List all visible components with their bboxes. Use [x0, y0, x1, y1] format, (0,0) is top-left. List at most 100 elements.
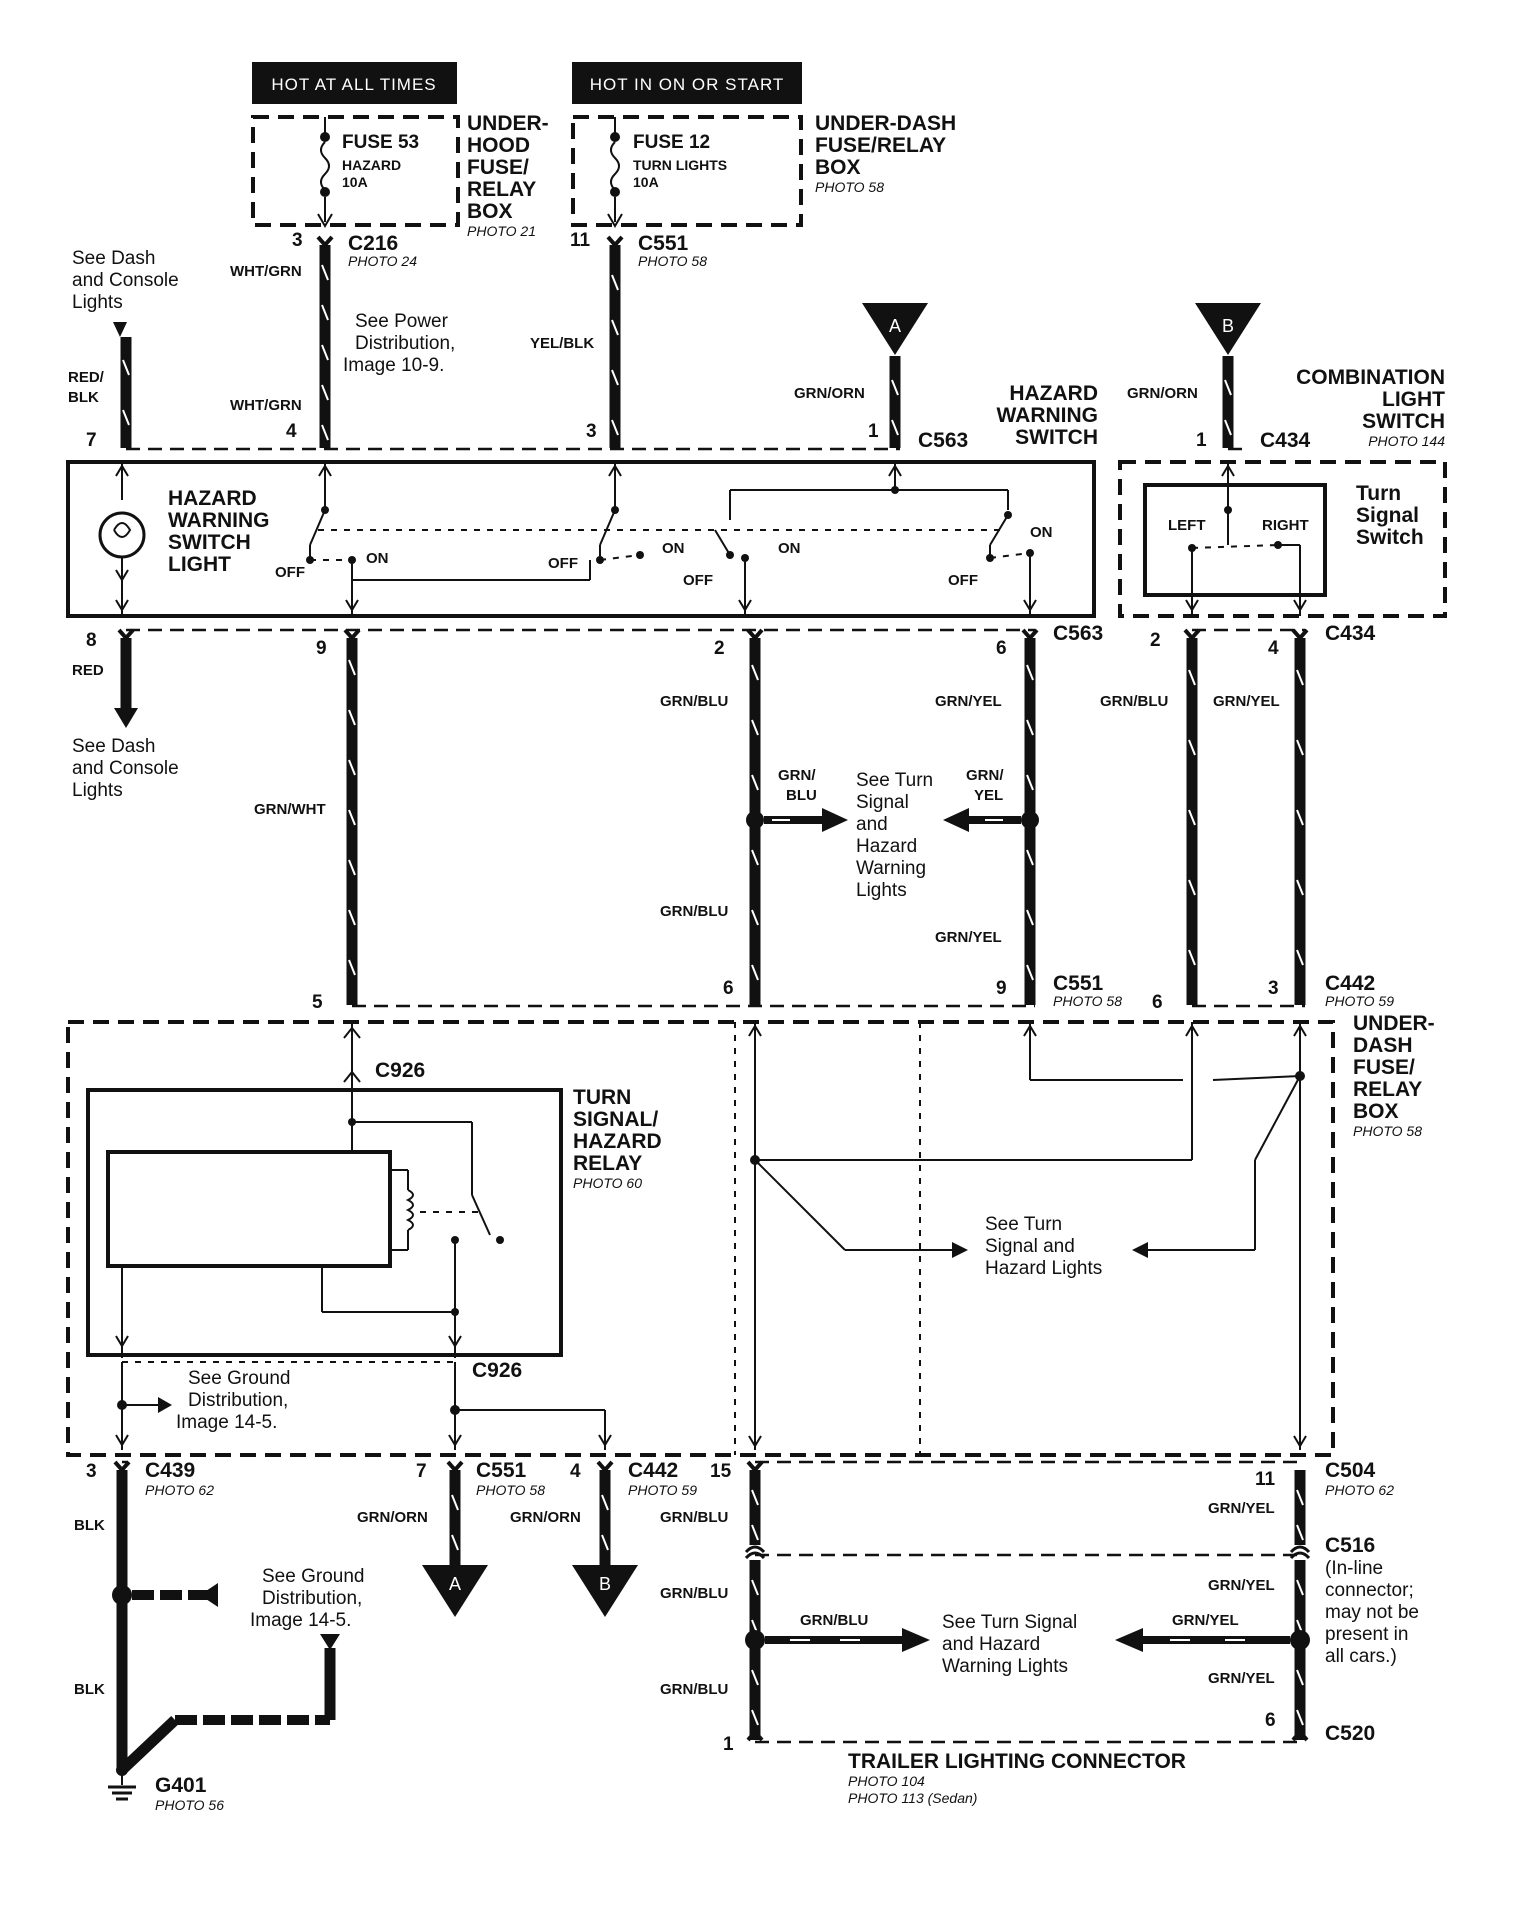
turn-hazard-ref-3: Hazard Lights — [985, 1258, 1102, 1279]
ground-outer-ref-3: Image 14-5. — [250, 1610, 351, 1631]
wire-label-grn-blu-arrow: GRN/BLU — [800, 1612, 868, 1629]
wire-label-grn-yel-arrow: GRN/YEL — [1172, 1612, 1239, 1629]
mid-ref-4: Hazard — [856, 836, 917, 857]
wire-label-grn-yel-t2: GRN/YEL — [1208, 1577, 1275, 1594]
wire-label-grn-blu-t2: GRN/BLU — [660, 1585, 728, 1602]
relay-ground-lines — [115, 1362, 612, 1450]
wire-grn-yel-upper — [1021, 628, 1039, 1005]
c216-label: C216 — [348, 232, 398, 255]
wire-blk-ground — [108, 1460, 340, 1801]
c434-pin-4: 4 — [1268, 638, 1279, 659]
underhood-label-1: UNDER- — [467, 112, 549, 135]
power-ref-1: See Power — [355, 311, 449, 332]
dash-bottom-ref-3: Lights — [72, 780, 123, 801]
wire-label-grn-yel-t4: GRN/YEL — [1208, 1670, 1275, 1687]
relay-pin-5: 5 — [312, 992, 323, 1013]
wire-label-wht-grn-1: WHT/GRN — [230, 263, 302, 280]
c504-pin-15: 15 — [710, 1461, 732, 1482]
wire-grn-blu-c434 — [1183, 628, 1201, 1005]
c439-photo: PHOTO 62 — [145, 1482, 214, 1498]
dash-bottom-ref-1: See Dash — [72, 736, 155, 757]
hazard-switch-box — [66, 460, 1096, 618]
underdash-fuse-box-bottom — [66, 1020, 1335, 1457]
underhood-photo: PHOTO 21 — [467, 223, 536, 239]
wire-label-grn-orn-a-bottom: GRN/ORN — [357, 1509, 428, 1526]
hazard-light-label-4: LIGHT — [168, 553, 231, 576]
hazard-switch-title-2: WARNING — [997, 404, 1099, 427]
trailer-arrows — [765, 1628, 1290, 1652]
c504-photo: PHOTO 62 — [1325, 1482, 1394, 1498]
c551-mid-label: C551 — [1053, 972, 1104, 995]
c442-bottom-label: C442 — [628, 1459, 678, 1482]
fuse-53-desc: HAZARD — [342, 157, 401, 173]
c563-pin-7: 7 — [86, 430, 97, 451]
c216-photo: PHOTO 24 — [348, 253, 417, 269]
c563-bottom-label: C563 — [1053, 622, 1103, 645]
sw2-off-label: OFF — [548, 555, 578, 572]
combination-title-3: SWITCH — [1362, 410, 1445, 433]
c520-label: C520 — [1325, 1722, 1375, 1745]
c551-top-label: C551 — [638, 232, 689, 255]
underdash-right-label-4: RELAY — [1353, 1078, 1422, 1101]
sw1-off-label: OFF — [275, 564, 305, 581]
fuse-53-symbol — [317, 117, 333, 228]
relay-photo: PHOTO 60 — [573, 1175, 642, 1191]
wire-label-red-blk-1: RED/ — [68, 369, 105, 386]
c551-bottom-label: C551 — [476, 1459, 527, 1482]
wire-label-blk-2: BLK — [74, 1681, 105, 1698]
fuse-53-name: FUSE 53 — [342, 132, 419, 153]
header-hot-at-all-times: HOT AT ALL TIMES — [252, 62, 457, 104]
wire-label-blu: BLU — [786, 787, 817, 804]
c442-bottom-pin-4: 4 — [570, 1461, 581, 1482]
c434-top-label: C434 — [1260, 429, 1311, 452]
wire-yel-blk-top — [606, 235, 624, 448]
turn-hazard-ref-1: See Turn — [985, 1214, 1062, 1235]
mid-ref-1: See Turn — [856, 770, 933, 791]
fuse-12-name: FUSE 12 — [633, 132, 710, 153]
wire-label-grn-yel-t1: GRN/YEL — [1208, 1500, 1275, 1517]
c563-pin-9: 9 — [316, 638, 327, 659]
c434-bottom-label: C434 — [1325, 622, 1376, 645]
fuse-12-symbol — [607, 117, 623, 228]
wire-label-red-blk-2: BLK — [68, 389, 99, 406]
wire-label-grn-blu-c434: GRN/BLU — [1100, 693, 1168, 710]
wire-label-grn-blu-2: GRN/BLU — [660, 903, 728, 920]
c926-top-label: C926 — [375, 1059, 425, 1082]
fuse-12-amps: 10A — [633, 174, 659, 190]
mid-ref-3: and — [856, 814, 888, 835]
power-ref-3: Image 10-9. — [343, 355, 444, 376]
hazard-switch-title-3: SWITCH — [1015, 426, 1098, 449]
wire-label-grn-yel-2: GRN/YEL — [935, 929, 1002, 946]
header-hot-in-on-or-start-label: HOT IN ON OR START — [590, 75, 785, 94]
c563-pin-4: 4 — [286, 421, 297, 442]
relay-label-1: TURN — [573, 1086, 631, 1109]
c516-note-3: may not be — [1325, 1602, 1419, 1623]
c551-bottom-pin-7: 7 — [416, 1461, 427, 1482]
c434-pin-1: 1 — [1196, 430, 1207, 451]
c551-mid-photo: PHOTO 58 — [1053, 993, 1122, 1009]
offpage-b-top-label: B — [1222, 316, 1234, 336]
wire-label-grn-blu-1: GRN/BLU — [660, 693, 728, 710]
underdash-right-label-2: DASH — [1353, 1034, 1413, 1057]
relay-label-4: RELAY — [573, 1152, 642, 1175]
sw3-on-label: ON — [778, 540, 801, 557]
c439-pin-3: 3 — [86, 1461, 97, 1482]
wire-label-yel: YEL — [974, 787, 1003, 804]
underhood-label-2: HOOD — [467, 134, 530, 157]
offpage-b-bottom-label: B — [599, 1574, 611, 1594]
mid-arrows — [764, 808, 1021, 832]
c551-pin-9: 9 — [996, 978, 1007, 999]
turn-signal-switch-box — [1143, 483, 1327, 597]
c563-pin-8: 8 — [86, 630, 97, 651]
c442-bottom-photo: PHOTO 59 — [628, 1482, 697, 1498]
power-ref-2: Distribution, — [355, 333, 455, 354]
turn-switch-right-label: RIGHT — [1262, 517, 1309, 534]
combination-title-1: COMBINATION — [1296, 366, 1445, 389]
mid-ref-2: Signal — [856, 792, 909, 813]
trailer-photo-1: PHOTO 104 — [848, 1773, 925, 1789]
g401-photo: PHOTO 56 — [155, 1797, 224, 1813]
c516-label: C516 — [1325, 1534, 1375, 1557]
hazard-light-label-2: WARNING — [168, 509, 270, 532]
wire-wht-grn-top — [316, 235, 334, 448]
sw3-off-label: OFF — [683, 572, 713, 589]
